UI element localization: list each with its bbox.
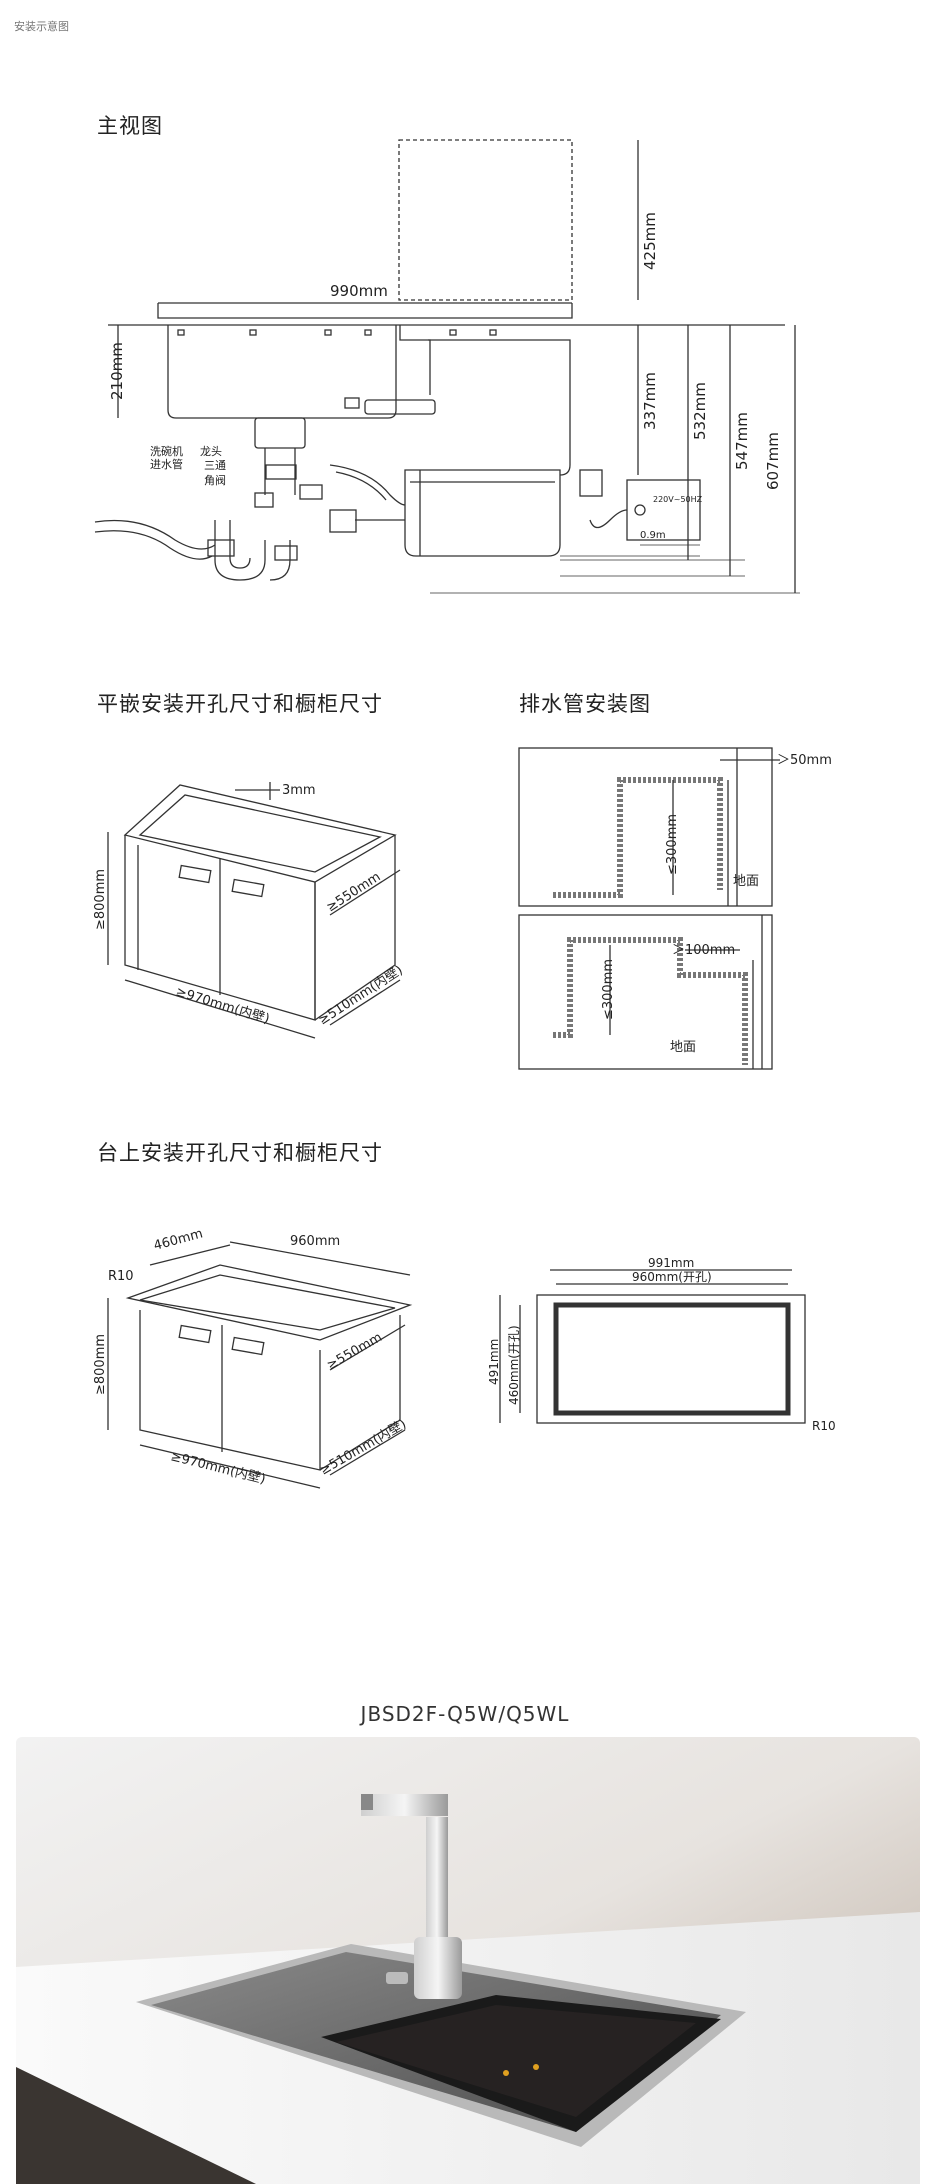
dim-532: 532mm: [691, 382, 709, 440]
drain-height-2: ≤300mm: [601, 959, 616, 1020]
top-inner-depth: ≥510mm(内壁): [317, 1416, 409, 1478]
dim-547: 547mm: [733, 412, 751, 470]
top-w960: 960mm: [290, 1234, 340, 1249]
drain-height-1: ≤300mm: [665, 814, 680, 875]
label-outlet-distance: 0.9m: [640, 530, 666, 541]
lid-outline: [398, 139, 573, 301]
flush-install-diagram: 3mm ≥800mm ≥550mm ≥970mm(内壁) ≥510mm(内壁) …: [93, 747, 832, 1070]
flush-install-title: 平嵌安装开孔尺寸和橱柜尺寸: [97, 692, 383, 716]
label-power: 220V~50HZ: [653, 495, 703, 504]
drain-gap-100: ＞100mm: [672, 943, 735, 958]
cut-r10: R10: [812, 1419, 836, 1433]
front-view-title: 主视图: [97, 114, 163, 138]
cut-inner-height: 460mm(开孔): [507, 1325, 521, 1405]
top-depth: ≥550mm: [325, 1330, 385, 1374]
drain-diagram-title: 排水管安装图: [519, 692, 651, 716]
flush-gap: 3mm: [282, 783, 316, 798]
flush-depth: ≥550mm: [324, 870, 383, 916]
sink-render: [16, 1737, 920, 2184]
page-tag: 安装示意图: [14, 20, 69, 33]
product-photo: [16, 1737, 920, 2184]
label-faucet: 龙头: [200, 445, 222, 458]
flush-inner-depth: ≥510mm(内壁): [315, 962, 405, 1028]
top-w460: 460mm: [152, 1226, 204, 1253]
top-height: ≥800mm: [93, 1334, 108, 1395]
label-dishwasher: 洗碗机: [150, 444, 183, 458]
drain-gap-50: ＞50mm: [777, 753, 832, 768]
top-install-diagram: 460mm 960mm R10 ≥800mm ≥550mm ≥970mm(内壁)…: [93, 1226, 836, 1489]
top-install-title: 台上安装开孔尺寸和橱柜尺寸: [97, 1141, 383, 1165]
dim-425: 425mm: [641, 212, 659, 270]
drain-floor-2: 地面: [670, 1040, 696, 1055]
label-angle-valve: 角阀: [204, 473, 226, 487]
top-inner-width: ≥970mm(内壁): [169, 1448, 267, 1487]
front-view-diagram: 990mm 425mm 210mm 337mm 532mm 547mm 607m…: [94, 139, 800, 594]
dim-210: 210mm: [108, 342, 126, 400]
drain-floor-1: 地面: [733, 874, 759, 889]
dim-990: 990mm: [330, 282, 388, 300]
flush-height: ≥800mm: [93, 869, 108, 930]
label-tee: 三通: [204, 459, 226, 472]
cut-outer-width: 991mm: [648, 1256, 694, 1270]
flush-inner-width: ≥970mm(内壁): [174, 984, 272, 1028]
dim-337: 337mm: [641, 372, 659, 430]
dim-607: 607mm: [764, 432, 782, 490]
cut-inner-width: 960mm(开孔): [632, 1270, 712, 1284]
label-inlet-pipe: 进水管: [150, 457, 183, 471]
model-name: JBSD2F-Q5W/Q5WL: [360, 1702, 570, 1726]
top-r10: R10: [108, 1269, 134, 1284]
cut-outer-height: 491mm: [487, 1339, 501, 1385]
